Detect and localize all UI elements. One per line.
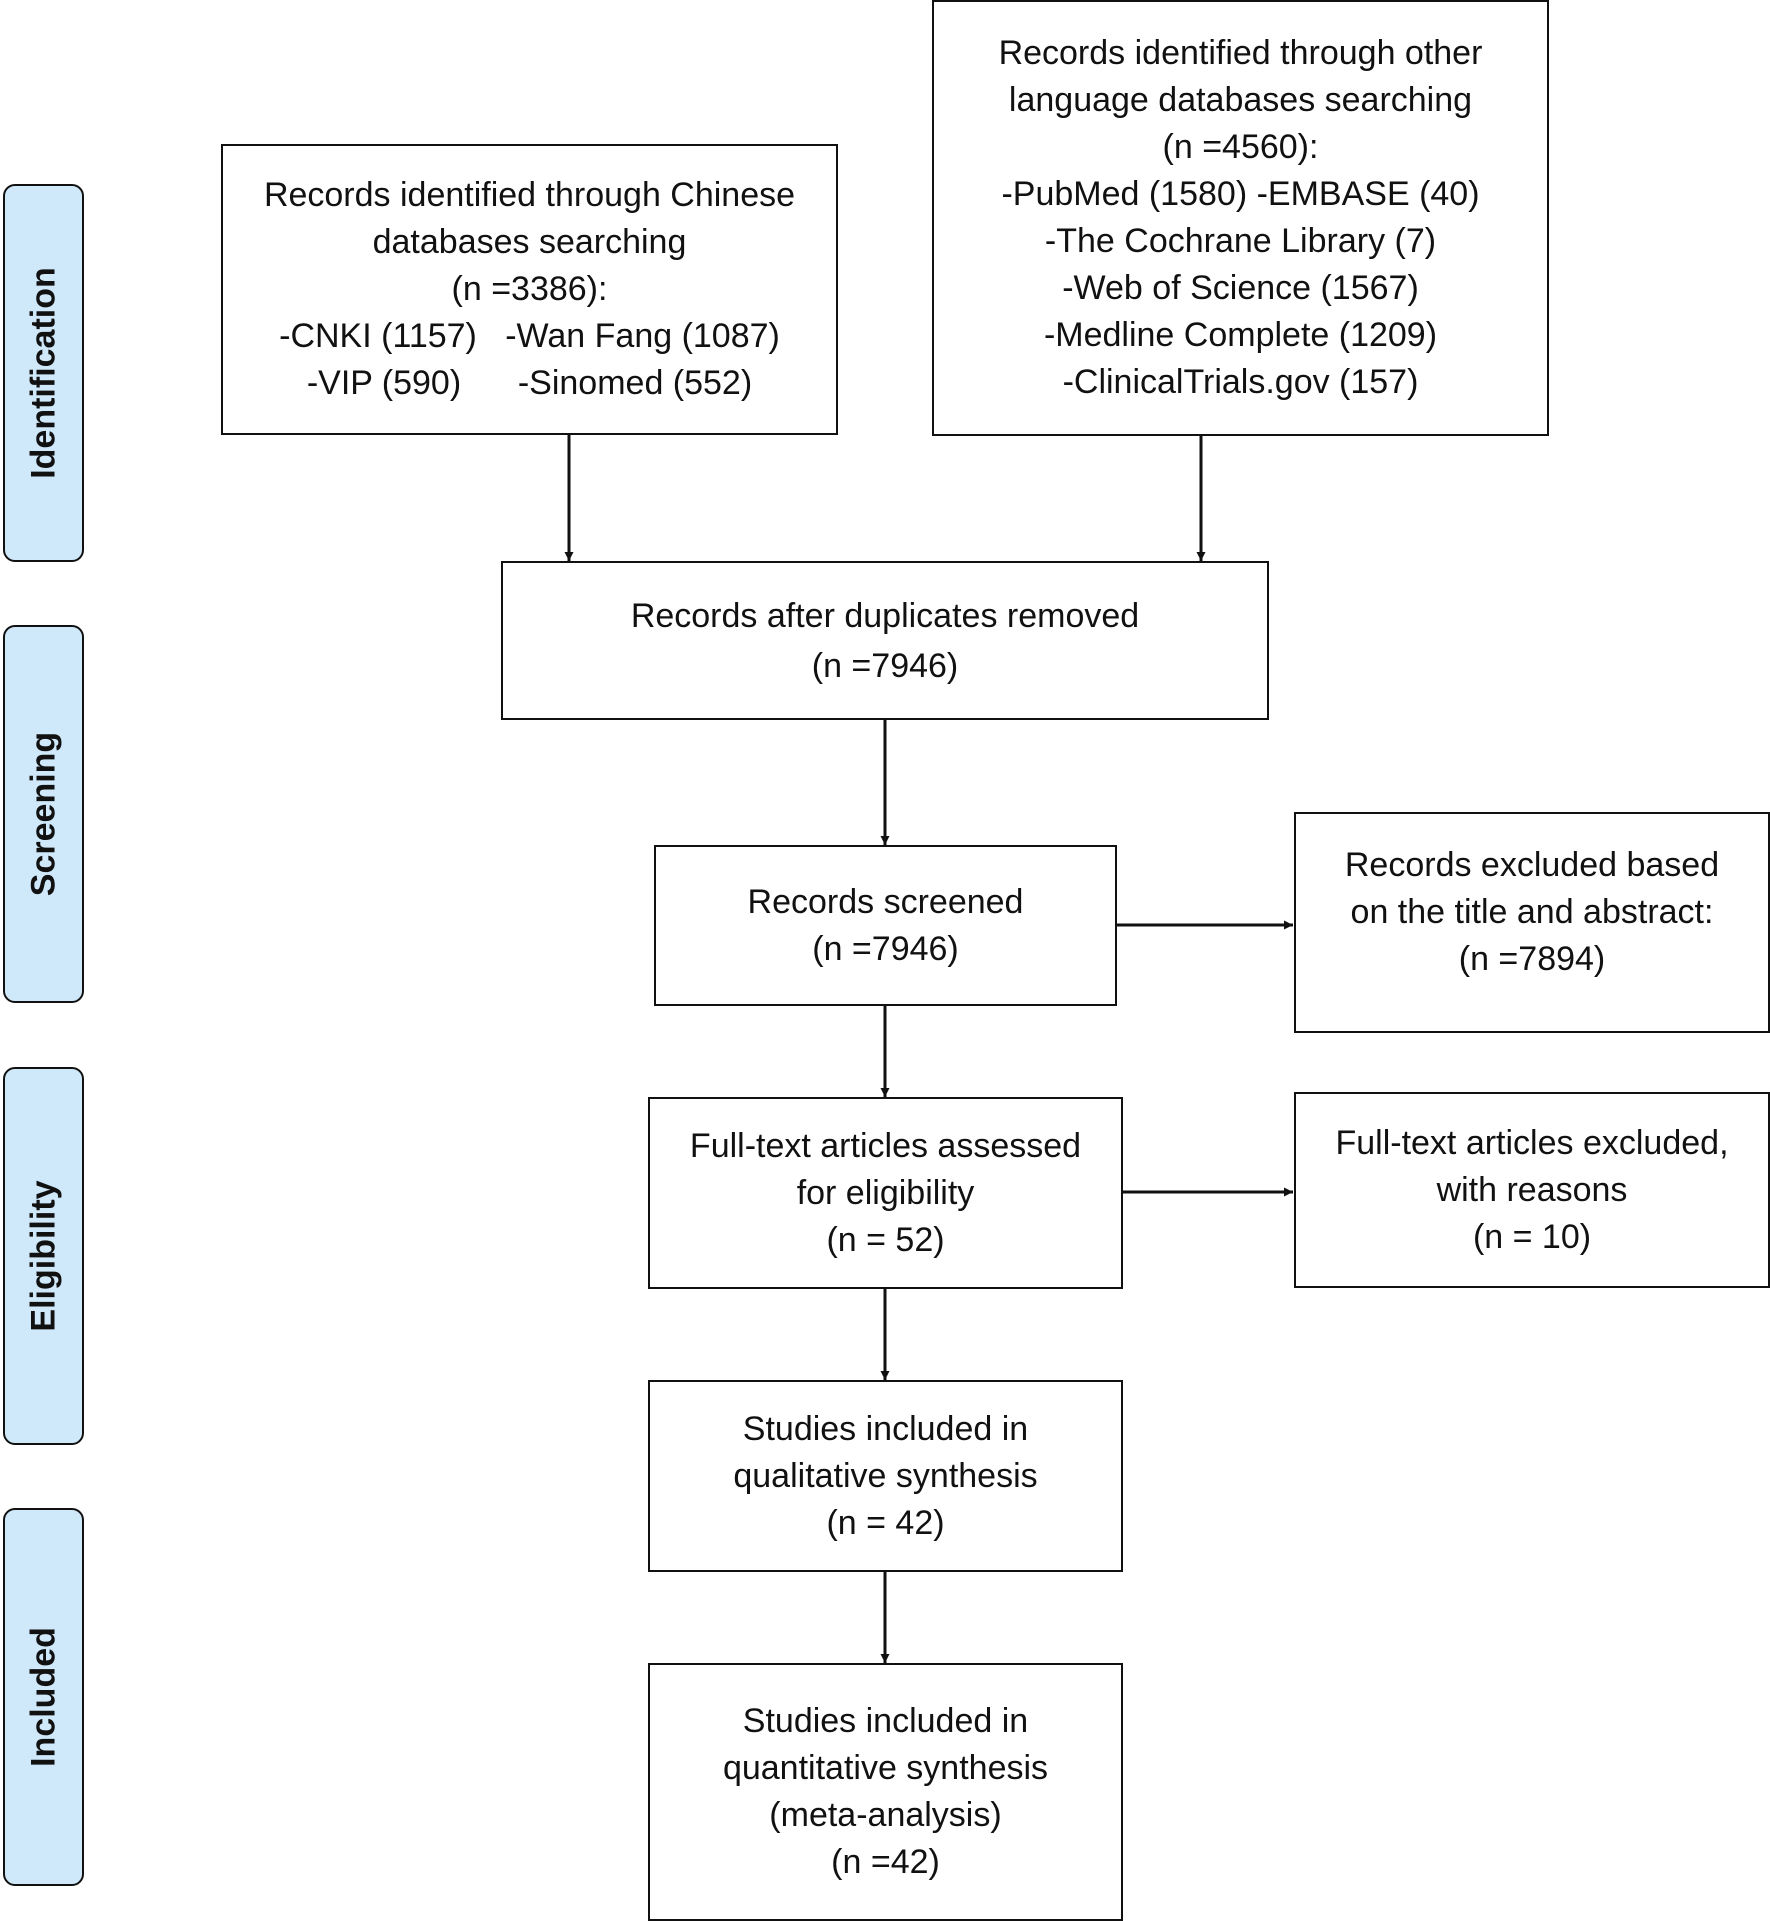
box-line: on the title and abstract: [1350,893,1714,931]
box-line: databases searching [372,223,687,261]
box-line: -ClinicalTrials.gov (157) [1062,363,1419,401]
box-records-screened: Records screened (n =7946) [654,845,1117,1006]
box-full-text-assessed: Full-text articles assessed for eligibil… [648,1097,1123,1289]
stage-identification: Identification [3,184,84,562]
box-line: Studies included in [742,1409,1029,1448]
box-line: (n = 52) [826,1220,945,1259]
box-line: qualitative synthesis [733,1456,1038,1495]
box-line: (n = 10) [1472,1217,1592,1256]
box-other-databases: Records identified through other languag… [932,0,1549,436]
box-quantitative-synthesis: Studies included in quantitative synthes… [648,1663,1123,1921]
stage-included: Included [3,1508,84,1886]
box-line: (n =3386): [451,270,608,308]
box-line: Records identified through other [998,34,1483,72]
stage-screening: Screening [3,625,84,1003]
box-line: Full-text articles excluded, [1335,1123,1729,1162]
box-line: Records after duplicates removed [630,596,1140,635]
box-duplicates-removed: Records after duplicates removed (n =794… [501,561,1269,720]
box-line: (n =7946) [812,929,959,968]
box-excluded-title-abstract: Records excluded based on the title and … [1294,812,1770,1033]
box-line: Records identified through Chinese [263,176,796,214]
box-line: (n =42) [831,1843,940,1881]
box-line: -The Cochrane Library (7) [1044,222,1437,260]
box-line: -Medline Complete (1209) [1043,316,1438,354]
box-line: (n =7894) [1458,940,1606,978]
box-line: Studies included in [742,1702,1029,1740]
box-line: -VIP (590) -Sinomed (552) [306,364,753,402]
box-chinese-databases: Records identified through Chinese datab… [221,144,838,435]
box-line: -Web of Science (1567) [1062,269,1419,307]
box-line: Full-text articles assessed [689,1126,1082,1165]
box-line: for eligibility [796,1173,975,1212]
box-line: (n =7946) [811,646,959,685]
box-full-text-excluded: Full-text articles excluded, with reason… [1294,1092,1770,1288]
box-line: -PubMed (1580) -EMBASE (40) [1001,175,1480,213]
box-line: (meta-analysis) [769,1796,1002,1834]
box-line: Records screened [747,882,1024,921]
box-line: language databases searching [1008,81,1473,119]
stage-eligibility: Eligibility [3,1067,84,1445]
box-line: with reasons [1436,1170,1628,1209]
box-line: (n = 42) [826,1503,945,1542]
box-qualitative-synthesis: Studies included in qualitative synthesi… [648,1380,1123,1572]
box-line: (n =4560): [1162,128,1319,166]
box-line: -CNKI (1157) -Wan Fang (1087) [279,317,780,355]
box-line: quantitative synthesis [722,1749,1049,1787]
box-line: Records excluded based [1344,846,1720,884]
